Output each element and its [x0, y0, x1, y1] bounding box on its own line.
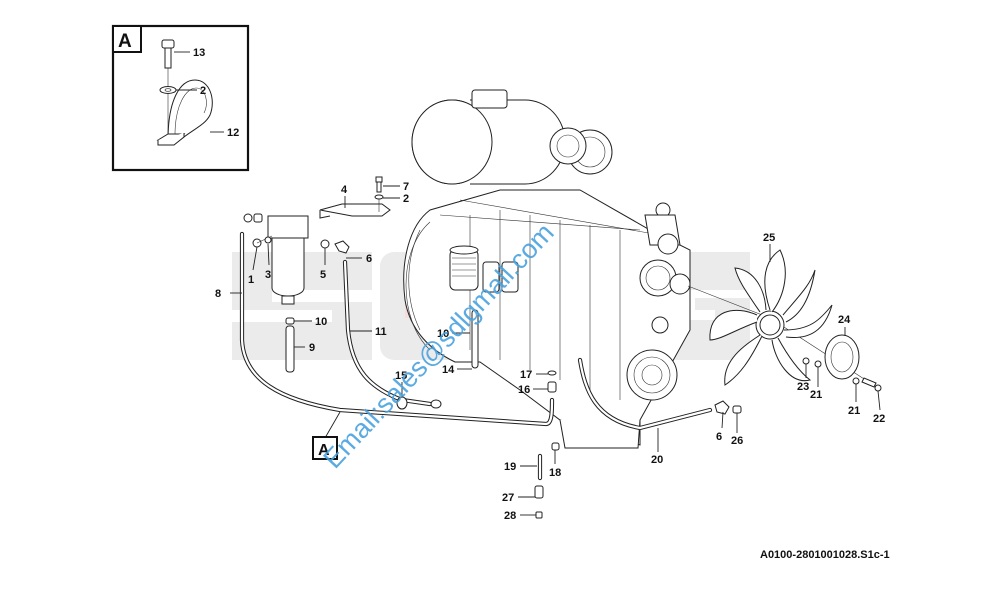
callout-28: 28: [504, 510, 516, 522]
callout-27: 27: [502, 492, 514, 504]
cooling-fan: [709, 249, 882, 392]
callout-26: 26: [731, 435, 743, 447]
oil-pan-icon: [559, 419, 641, 449]
callout-8: 8: [215, 288, 221, 300]
callout-21-left: 21: [810, 389, 822, 401]
callout-18: 18: [549, 467, 561, 479]
callout-7: 7: [403, 181, 409, 193]
callout-2: 2: [403, 193, 409, 205]
callout-23: 23: [797, 381, 809, 393]
drain-hose-icon: [285, 325, 295, 373]
fan-spacer-icon: [824, 334, 860, 380]
p-clamp-icon: [167, 79, 213, 141]
filter-head-icon: [267, 215, 309, 239]
callout-25: 25: [763, 232, 775, 244]
hose-14: [471, 309, 479, 369]
bolt-icon: [161, 39, 175, 49]
callout-19: 19: [504, 461, 516, 473]
fuel-filter-bowl-icon: [271, 237, 305, 297]
callout-20: 20: [651, 454, 663, 466]
bracket-icon: [319, 203, 391, 217]
engine-assembly: [403, 89, 879, 449]
callout-10-center: 10: [437, 328, 449, 340]
crank-pulley-icon: [626, 349, 678, 401]
callout-24: 24: [838, 314, 851, 326]
callouts: 1 3 4 5 6 7 2 8 9 10 10 11 14 15 16 17 1…: [215, 181, 885, 522]
callout-2-detail: 2: [200, 85, 206, 97]
callout-16: 16: [518, 384, 530, 396]
hoses: [239, 231, 742, 519]
bolt-shank-icon: [164, 47, 172, 69]
detail-view-label: A: [118, 31, 132, 52]
leader-lines: [230, 185, 881, 516]
callout-11: 11: [375, 326, 387, 338]
callout-5: 5: [320, 269, 326, 281]
callout-15: 15: [395, 370, 407, 382]
callout-21-right: 21: [848, 405, 860, 417]
callout-14: 14: [442, 364, 455, 376]
callout-12: 12: [227, 127, 239, 139]
water-pump-pulley-icon: [639, 259, 677, 297]
detail-view-a: A 13 2 12: [111, 24, 250, 172]
callout-3: 3: [265, 269, 271, 281]
callout-6-right: 6: [716, 431, 722, 443]
callout-13: 13: [193, 47, 205, 59]
callout-17: 17: [520, 369, 532, 381]
callout-10-left: 10: [315, 316, 327, 328]
fuel-filter-assembly: [243, 176, 391, 373]
callout-4: 4: [341, 184, 348, 196]
callout-1: 1: [248, 274, 254, 286]
callout-22: 22: [873, 413, 885, 425]
view-reference-label: A: [318, 442, 330, 459]
callout-6-left: 6: [366, 253, 372, 265]
view-reference-a: A: [312, 436, 338, 460]
figure-reference: A0100-2801001028.S1c-1: [760, 549, 890, 561]
callout-9: 9: [309, 342, 315, 354]
fan-blade-icon: [764, 249, 786, 313]
